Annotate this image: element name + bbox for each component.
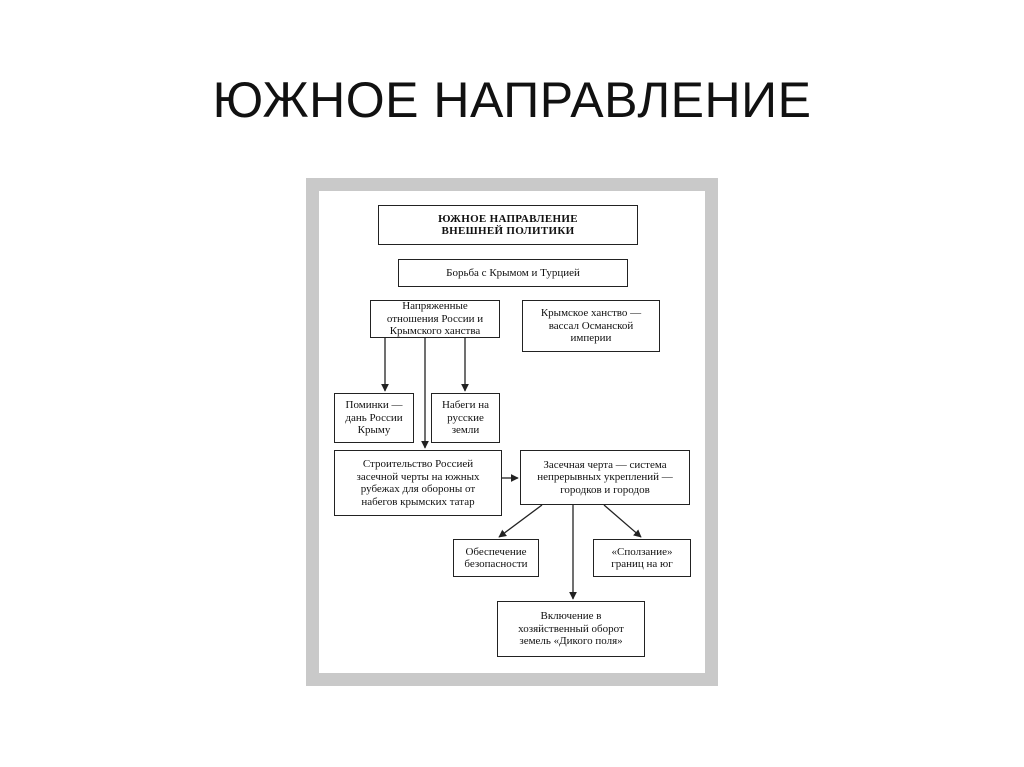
arrow-zasechnaya-to-shift bbox=[603, 504, 642, 538]
node-inclusion: Включение в хозяйственный оборот земель … bbox=[497, 601, 645, 657]
node-root: ЮЖНОЕ НАПРАВЛЕНИЕ ВНЕШНЕЙ ПОЛИТИКИ bbox=[378, 205, 638, 245]
node-construction: Строительство Россией засечной черты на … bbox=[334, 450, 502, 516]
node-raids: Набеги на русские земли bbox=[431, 393, 500, 443]
arrow-zasechnaya-to-security bbox=[498, 504, 543, 538]
node-vassal: Крымское ханство — вассал Османской импе… bbox=[522, 300, 660, 352]
node-tension: Напряженные отношения России и Крымского… bbox=[370, 300, 500, 338]
node-shift: «Сползание» границ на юг bbox=[593, 539, 691, 577]
diagram-frame: ЮЖНОЕ НАПРАВЛЕНИЕ ВНЕШНЕЙ ПОЛИТИКИ Борьб… bbox=[306, 178, 718, 686]
node-tribute: Поминки — дань России Крыму bbox=[334, 393, 414, 443]
node-struggle: Борьба с Крымом и Турцией bbox=[398, 259, 628, 287]
diagram-connectors bbox=[381, 338, 642, 600]
node-zasechnaya: Засечная черта — система непрерывных укр… bbox=[520, 450, 690, 505]
diagram-paper: ЮЖНОЕ НАПРАВЛЕНИЕ ВНЕШНЕЙ ПОЛИТИКИ Борьб… bbox=[319, 191, 705, 673]
node-security: Обеспечение безопасности bbox=[453, 539, 539, 577]
slide-title: ЮЖНОЕ НАПРАВЛЕНИЕ bbox=[212, 72, 812, 128]
